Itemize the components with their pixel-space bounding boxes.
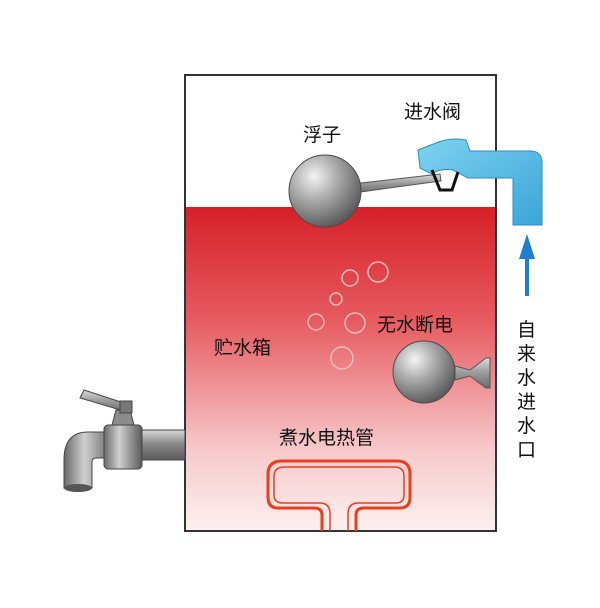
cutoff-connector bbox=[454, 357, 491, 389]
float-rod bbox=[351, 173, 442, 194]
label-float: 浮子 bbox=[303, 124, 341, 146]
label-water-inlet-char: 水 bbox=[517, 367, 536, 389]
heating-coil-inner bbox=[273, 466, 405, 531]
label-inlet-valve: 进水阀 bbox=[404, 101, 461, 123]
cutoff-float-ball bbox=[392, 340, 456, 404]
valve-lever bbox=[430, 169, 460, 192]
label-water-inlet-char: 来 bbox=[517, 343, 536, 365]
label-no-water-cutoff: 无水断电 bbox=[377, 314, 453, 336]
arrow-up-icon bbox=[519, 234, 535, 296]
label-water-inlet-char: 口 bbox=[517, 439, 536, 461]
inlet-valve-pipe bbox=[417, 138, 543, 226]
heating-coil bbox=[266, 459, 412, 531]
faucet-icon bbox=[63, 389, 186, 492]
label-water-inlet-char: 自 bbox=[517, 319, 536, 341]
label-water-inlet: 自 来 水 进 水 口 bbox=[517, 319, 536, 461]
float-ball-icon bbox=[288, 154, 362, 228]
label-tank: 贮水箱 bbox=[214, 337, 271, 359]
label-heating-tube: 煮水电热管 bbox=[279, 427, 374, 449]
tank-outline bbox=[184, 74, 497, 532]
label-water-inlet-char: 进 bbox=[517, 391, 536, 413]
bubbles bbox=[307, 261, 389, 370]
label-water-inlet-char: 水 bbox=[517, 415, 536, 437]
